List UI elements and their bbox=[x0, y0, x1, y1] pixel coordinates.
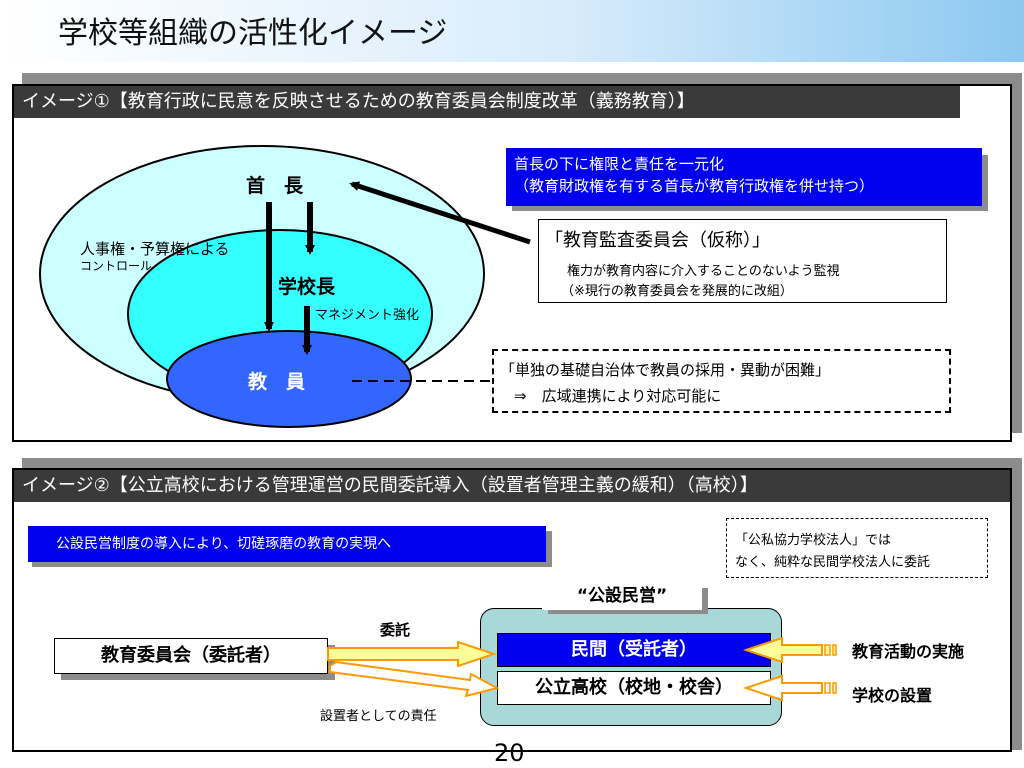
public-school-label: 公立高校（校地・校舎） bbox=[535, 677, 733, 698]
entrust-arrow bbox=[327, 640, 498, 668]
public-private-label: “公設民営” bbox=[576, 586, 668, 606]
audit-title: 「教育監査委員会（仮称）」 bbox=[545, 230, 770, 251]
public-private-label-box: “公設民営” bbox=[542, 582, 702, 610]
title-bar bbox=[0, 0, 1024, 62]
school-setup-label: 学校の設置 bbox=[852, 686, 933, 705]
blue-note: 首長の下に権限と責任を一元化 （教育財政権を有する首長が教育行政権を併せ持つ） bbox=[506, 148, 982, 206]
dashed-note-1-line1: 「単独の基礎自治体で教員の採用・異動が困難」 bbox=[500, 361, 831, 379]
entrust-label: 委託 bbox=[380, 621, 411, 639]
dashed-note-2-line1: 「公私協力学校法人」では bbox=[735, 533, 892, 548]
founder-label: 設置者としての責任 bbox=[320, 709, 437, 724]
dashed-note-1-line2: ⇒ 広域連携により対応可能に bbox=[514, 387, 722, 405]
blue-note-2-text: 公設民営制度の導入により、切磋琢磨の教育の実現へ bbox=[56, 536, 392, 552]
audit-line1: 権力が教育内容に介入することのないよう監視 bbox=[567, 264, 840, 279]
dashed-note-2-line2: なく、純粋な民間学校法人に委託 bbox=[735, 555, 931, 570]
blue-note-line1: 首長の下に権限と責任を一元化 bbox=[514, 155, 725, 173]
founder-responsibility-arrow bbox=[329, 660, 500, 698]
education-label: 教育活動の実施 bbox=[852, 642, 965, 661]
control-label-2: コントロール bbox=[80, 259, 153, 273]
dashed-note-1: 「単独の基礎自治体で教員の採用・異動が困難」 ⇒ 広域連携により対応可能に bbox=[492, 349, 951, 413]
private-operator-label: 民間（受託者） bbox=[571, 639, 697, 660]
page-number: 20 bbox=[494, 739, 525, 767]
public-private-container bbox=[480, 608, 782, 726]
principal-label: 学校長 bbox=[278, 276, 336, 298]
public-school-box: 公立高校（校地・校舎） bbox=[497, 671, 771, 705]
board-label: 教育委員会（委託者） bbox=[101, 645, 281, 666]
board-box: 教育委員会（委託者） bbox=[54, 638, 328, 674]
blue-note-line2: （教育財政権を有する首長が教育行政権を併せ持つ） bbox=[514, 177, 875, 195]
audit-box: 「教育監査委員会（仮称）」 権力が教育内容に介入することのないよう監視 （※現行… bbox=[538, 219, 947, 303]
control-label: 人事権・予算権による bbox=[80, 240, 230, 258]
panel2-arrows bbox=[327, 636, 837, 702]
blue-note-2: 公設民営制度の導入により、切磋琢磨の教育の実現へ bbox=[28, 526, 546, 562]
panel2-header: イメージ②【公立高校における管理運営の民間委託導入（設置者管理主義の緩和）（高校… bbox=[14, 470, 1010, 502]
education-arrow bbox=[742, 636, 823, 664]
audit-line2: （※現行の教育委員会を発展的に改組） bbox=[561, 284, 793, 299]
private-operator-box: 民間（受託者） bbox=[497, 633, 771, 667]
teachers-label: 教 員 bbox=[248, 371, 306, 393]
school-setup-arrow bbox=[742, 674, 823, 702]
management-label: マネジメント強化 bbox=[315, 308, 420, 323]
panel1-header: イメージ①【教育行政に民意を反映させるための教育委員会制度改革（義務教育）】 bbox=[14, 86, 960, 118]
dashed-note-2: 「公私協力学校法人」では なく、純粋な民間学校法人に委託 bbox=[726, 518, 988, 578]
inner-ellipse bbox=[166, 330, 412, 428]
mayor-label: 首 長 bbox=[246, 175, 304, 197]
page-title: 学校等組織の活性化イメージ bbox=[58, 16, 448, 51]
audit-to-mayor-arrow bbox=[349, 181, 531, 245]
panel1-diagram bbox=[39, 145, 531, 428]
